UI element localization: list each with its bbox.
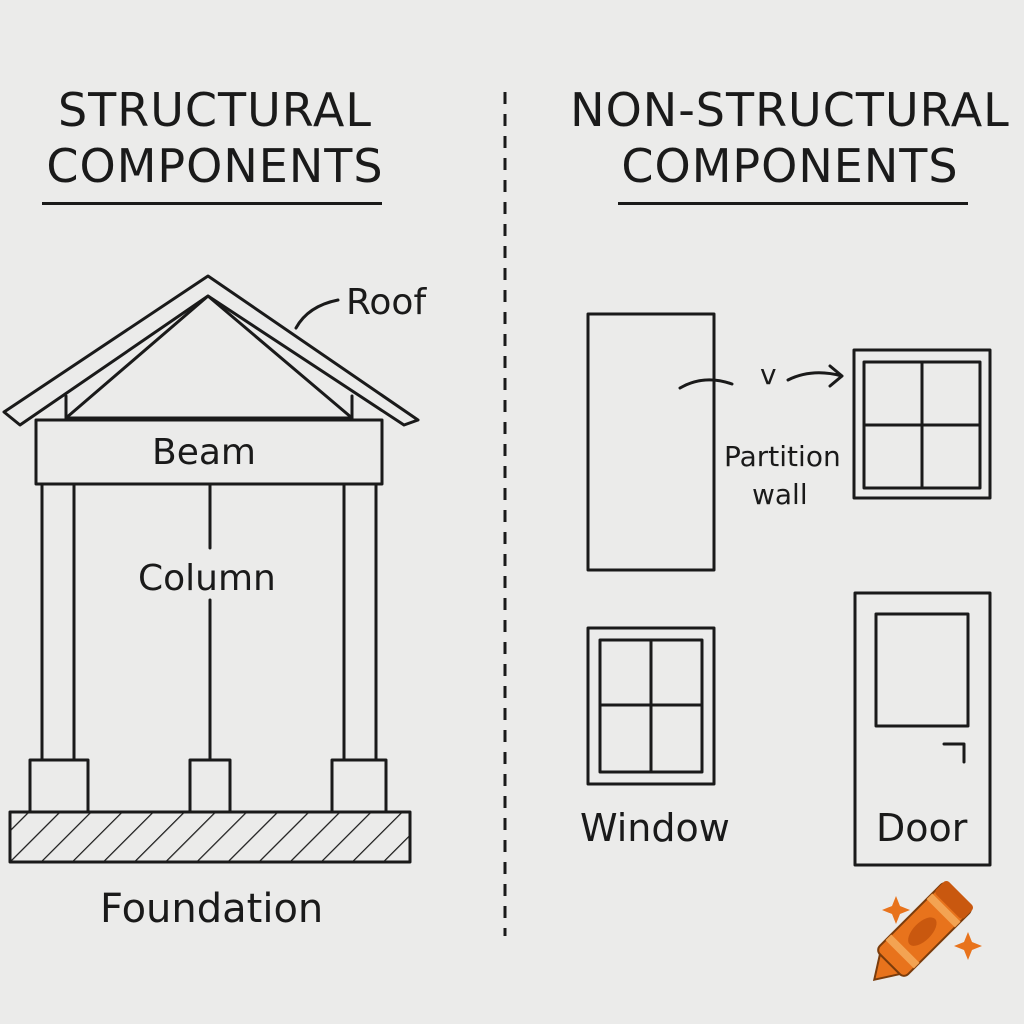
partition-arrow [786,364,844,388]
partition-wall-label-line1: Partition [724,440,841,473]
partition-wall-label-line2: wall [752,478,808,511]
crayon-icon [872,880,974,982]
window-shape [586,626,716,786]
column-label: Column [138,558,276,599]
partition-window-shape [852,348,992,500]
non-structural-heading-line1: NON-STRUCTURAL [570,83,1010,137]
roof-shape [2,274,420,427]
structural-heading: STRUCTURAL COMPONENTS [30,82,400,205]
roof-label: Roof [346,282,427,323]
non-structural-heading-line2: COMPONENTS [621,139,959,193]
roof-pointer [294,298,340,330]
structural-heading-line2: COMPONENTS [46,139,384,193]
column-shapes [40,482,378,762]
door-shape [853,591,992,867]
foundation-shape [8,810,412,864]
arrow-mark-label: v [760,358,777,391]
partition-wall-shape [586,312,716,572]
beam-label: Beam [152,432,256,473]
structural-heading-line1: STRUCTURAL [57,83,372,137]
non-structural-heading: NON-STRUCTURAL COMPONENTS [560,82,1020,205]
footing-shapes [28,758,388,814]
partition-pointer [678,378,734,390]
structural-heading-underline [42,202,382,205]
foundation-label: Foundation [100,886,324,932]
non-structural-heading-underline [618,202,968,205]
window-label: Window [580,806,730,850]
sparkle-icon [882,896,982,960]
door-label: Door [876,806,968,850]
